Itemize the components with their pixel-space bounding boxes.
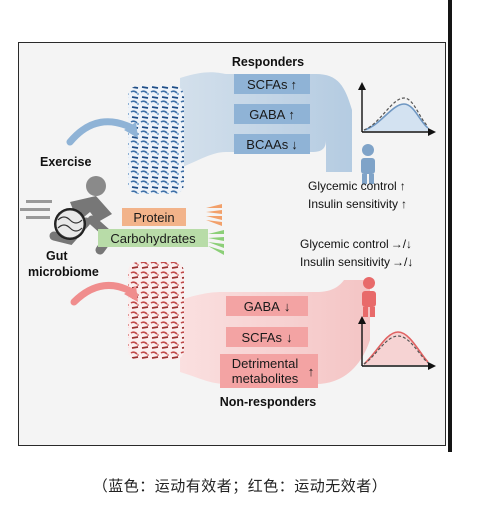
nonresp-outcome-1: Glycemic control→/↓ [300, 237, 412, 251]
diagram-canvas: Responders Non-responders Exercise Gut m… [20, 55, 436, 409]
resp-metabolite-box-1 [234, 74, 310, 94]
nonresponders-curved-arrow [70, 281, 136, 306]
nonresponders-title: Non-responders [220, 395, 317, 409]
nonresponder-glucose-curve [358, 316, 436, 370]
responder-person-icon [361, 144, 375, 184]
resp-outcome-2: Insulin sensitivity↑ [308, 197, 407, 211]
nonresp-metabolite-box-2 [226, 327, 308, 347]
nonresp-metabolite-3-arrow: ↑ [308, 364, 315, 379]
nonresp-metabolite-3-line2: metabolites [232, 371, 299, 386]
exercise-label: Exercise [40, 155, 91, 169]
nonresp-metabolite-box-3 [220, 354, 318, 388]
nonresponder-microbiome-cluster [128, 262, 184, 360]
protein-box [122, 208, 186, 226]
carbohydrates-label: Carbohydrates [110, 231, 196, 246]
gut-label-line1: Gut [46, 249, 68, 263]
resp-outcome-1: Glycemic control↑ [308, 179, 406, 193]
gut-globe-icon [54, 208, 86, 240]
responders-title: Responders [232, 55, 304, 69]
protein-fan-icon [206, 204, 222, 226]
figure-caption: （蓝色：运动有效者；红色：运动无效者） [92, 478, 388, 495]
responder-microbiome-cluster [128, 86, 184, 194]
carbohydrates-fan-icon [208, 230, 224, 255]
resp-metabolite-box-2 [234, 104, 310, 124]
nonresp-metabolite-box-1 [226, 296, 308, 316]
carbohydrates-box [98, 229, 208, 247]
responders-curved-arrow [66, 118, 136, 146]
page-edge-bar [448, 0, 452, 452]
responders-arrow-head [124, 122, 138, 138]
responder-glucose-curve [358, 82, 436, 136]
resp-metabolite-2: GABA↑ [249, 107, 295, 122]
nonresp-metabolite-2: SCFAs↓ [242, 330, 293, 345]
nonresp-metabolite-1: GABA↓ [244, 299, 291, 314]
nonresp-outcome-2: Insulin sensitivity→/↓ [300, 255, 413, 269]
resp-metabolite-box-3 [234, 134, 310, 154]
nonresp-metabolite-3-line1: Detrimental [232, 356, 299, 371]
resp-metabolite-3: BCAAs↓ [246, 137, 297, 152]
resp-metabolite-1: SCFAs↑ [247, 77, 297, 92]
protein-label: Protein [133, 210, 174, 225]
gut-label-line2: microbiome [28, 265, 99, 279]
nonresponders-arrow-head [124, 286, 138, 302]
nonresponder-person-icon [362, 277, 376, 317]
